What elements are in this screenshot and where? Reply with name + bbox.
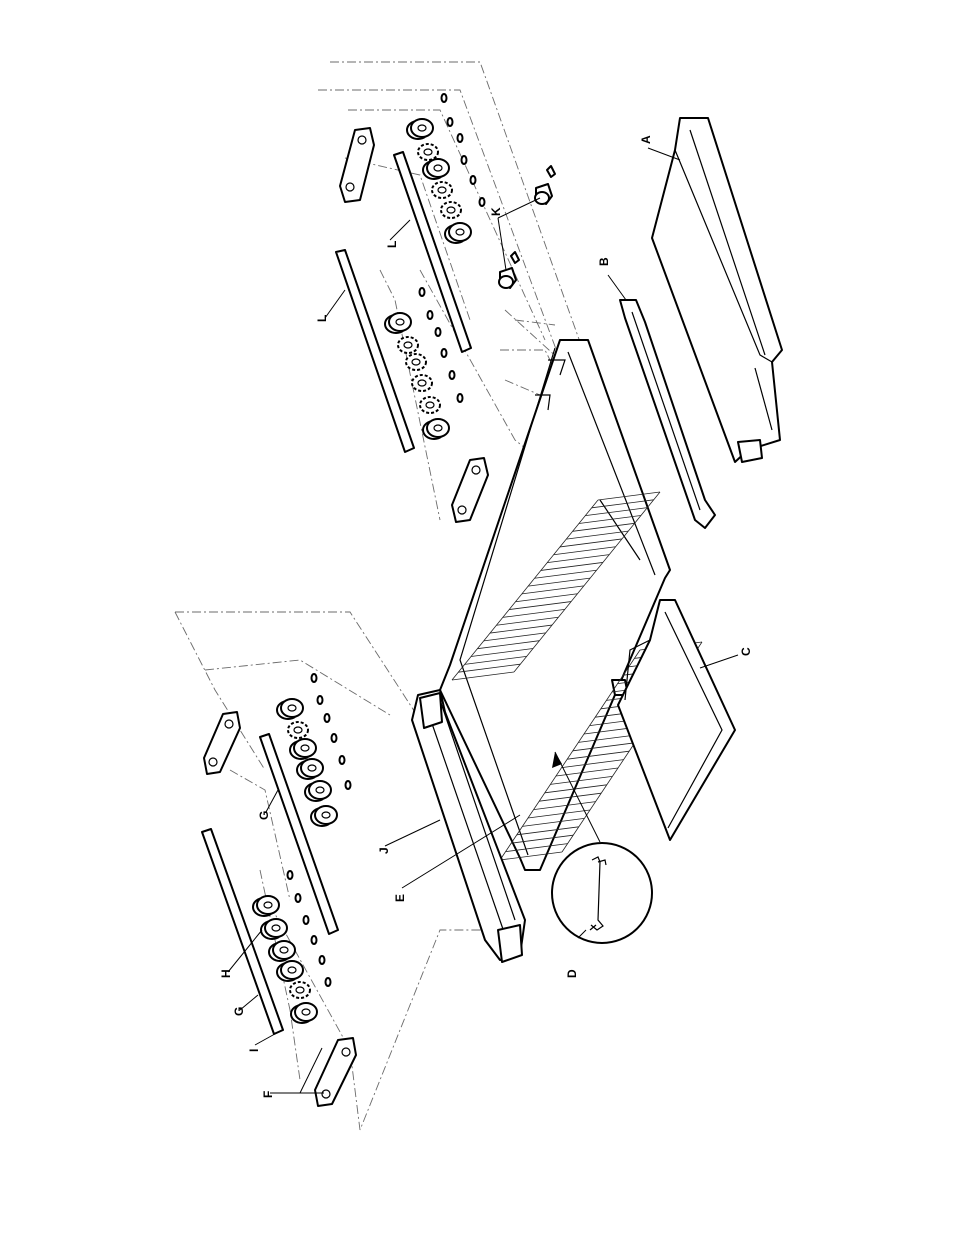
wheel — [427, 419, 449, 437]
screw — [458, 394, 463, 402]
callout-f: F — [261, 1091, 275, 1098]
bracket-upper-bottom — [452, 458, 488, 522]
callout-a: A — [639, 135, 653, 144]
wheel — [309, 781, 331, 799]
callout-g-2: G — [257, 811, 271, 820]
part-k-knob-1 — [535, 166, 555, 204]
screw — [462, 156, 467, 164]
callout-g-1: G — [232, 1007, 246, 1016]
callout-i: I — [247, 1049, 261, 1052]
callout-b: B — [597, 257, 611, 266]
bracket-lower-bottom — [315, 1038, 356, 1106]
wheel — [389, 313, 411, 331]
part-k-knob-2 — [499, 252, 519, 288]
bracket-lower-top — [204, 712, 240, 774]
wheel — [281, 699, 303, 717]
screw — [346, 781, 351, 789]
wheel — [257, 896, 279, 914]
screw — [326, 978, 331, 986]
bracket-upper-top — [340, 128, 374, 202]
callout-e: E — [393, 894, 407, 902]
wheel — [294, 739, 316, 757]
wheel — [301, 759, 323, 777]
wheel — [265, 919, 287, 937]
wheel — [281, 961, 303, 979]
callout-j: J — [377, 847, 391, 854]
screw — [296, 894, 301, 902]
screw — [318, 696, 323, 704]
gear — [290, 982, 310, 998]
screw — [480, 198, 485, 206]
screw — [442, 349, 447, 357]
screw — [312, 936, 317, 944]
screw — [442, 94, 447, 102]
screw — [471, 176, 476, 184]
gear — [418, 144, 438, 160]
gear — [412, 375, 432, 391]
wheel — [427, 159, 449, 177]
gear — [406, 354, 426, 370]
screw — [320, 956, 325, 964]
screw — [448, 118, 453, 126]
callout-l-1: L — [315, 315, 329, 322]
callout-k: K — [489, 207, 503, 216]
wheel — [315, 806, 337, 824]
gear — [420, 397, 440, 413]
wheel — [449, 223, 471, 241]
wheel — [411, 119, 433, 137]
gear — [288, 722, 308, 738]
screw — [332, 734, 337, 742]
screw — [288, 871, 293, 879]
callout-d: D — [565, 969, 579, 978]
screw — [312, 674, 317, 682]
screw — [340, 756, 345, 764]
wheel — [273, 941, 295, 959]
callout-c: C — [739, 647, 753, 656]
screw — [304, 916, 309, 924]
screw — [458, 134, 463, 142]
screw — [436, 328, 441, 336]
gear — [398, 337, 418, 353]
screw — [420, 288, 425, 296]
wheel — [295, 1003, 317, 1021]
gear — [432, 182, 452, 198]
gear — [441, 202, 461, 218]
screw — [325, 714, 330, 722]
callout-h: H — [219, 969, 233, 978]
screw — [450, 371, 455, 379]
screw — [428, 311, 433, 319]
callout-l-2: L — [385, 241, 399, 248]
